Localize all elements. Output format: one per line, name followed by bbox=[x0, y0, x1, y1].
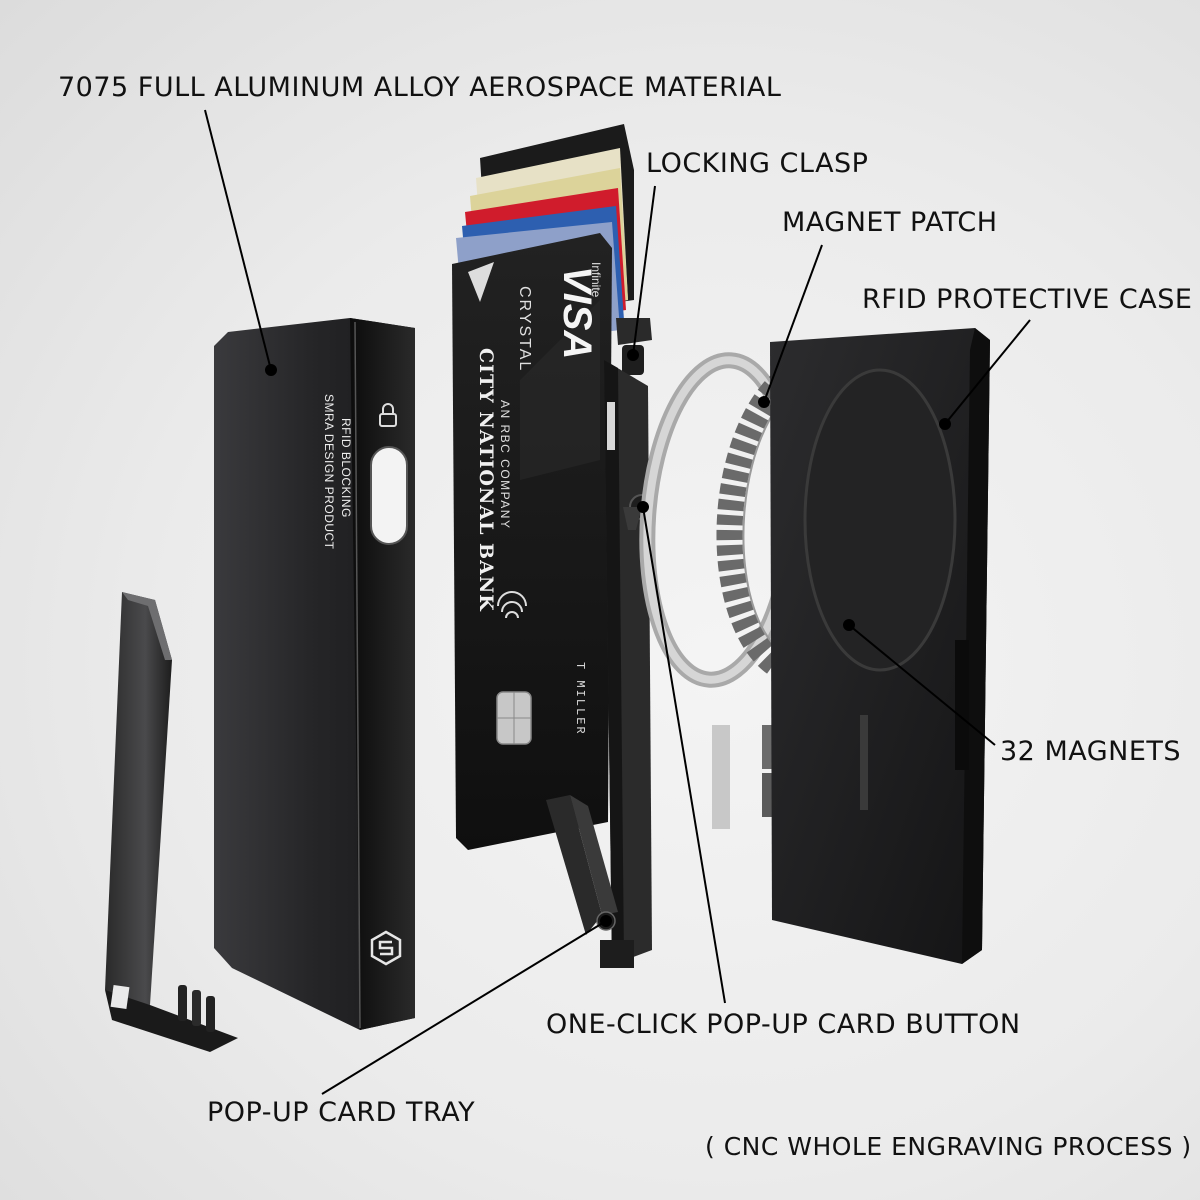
card-push-slot bbox=[370, 446, 408, 545]
kickstand bbox=[105, 592, 238, 1052]
svg-text:Infinite: Infinite bbox=[589, 262, 603, 298]
card-bank-name: CITY NATIONAL BANK bbox=[475, 348, 497, 612]
svg-text:SMRA DESIGN PRODUCT: SMRA DESIGN PRODUCT bbox=[322, 394, 336, 550]
callout-locking-clasp: LOCKING CLASP bbox=[646, 148, 869, 179]
card-holder: T MILLER bbox=[573, 662, 587, 736]
leader-button bbox=[642, 506, 726, 1004]
rfid-protective-case bbox=[770, 328, 990, 964]
svg-text:AN RBC COMPANY: AN RBC COMPANY bbox=[498, 400, 512, 529]
lock-icon bbox=[379, 403, 397, 427]
callout-card-tray: POP-UP CARD TRAY bbox=[207, 1097, 476, 1128]
svg-text:VISA: VISA bbox=[555, 266, 599, 359]
card-stack: CITY NATIONAL BANK AN RBC COMPANY CRYSTA… bbox=[452, 124, 634, 850]
brand-logo-icon bbox=[370, 930, 402, 966]
leader-magnets bbox=[848, 624, 996, 746]
callout-popup-button: ONE-CLICK POP-UP CARD BUTTON bbox=[546, 1009, 1021, 1040]
contactless-icon bbox=[497, 591, 527, 619]
card-tier: CRYSTAL bbox=[516, 286, 533, 372]
leader-magnet bbox=[763, 244, 823, 403]
card-brand: VISA bbox=[555, 266, 599, 359]
stand-pins bbox=[178, 985, 215, 1032]
leader-clasp bbox=[632, 185, 656, 356]
callout-rfid-case: RFID PROTECTIVE CASE bbox=[862, 284, 1193, 315]
card-tray-mechanism bbox=[546, 318, 655, 968]
card-brand-sub: Infinite bbox=[589, 262, 603, 298]
callout-material: 7075 FULL ALUMINUM ALLOY AEROSPACE MATER… bbox=[58, 72, 782, 103]
callout-cnc-process: ( CNC WHOLE ENGRAVING PROCESS ) bbox=[705, 1132, 1192, 1161]
leader-tray bbox=[321, 920, 607, 1095]
svg-text:T MILLER: T MILLER bbox=[573, 662, 587, 736]
wallet-text-brand: SMRA DESIGN PRODUCT bbox=[322, 394, 336, 550]
svg-text:RFID BLOCKING: RFID BLOCKING bbox=[339, 418, 353, 518]
card-subsidiary: AN RBC COMPANY bbox=[498, 400, 512, 529]
svg-text:CRYSTAL: CRYSTAL bbox=[516, 286, 533, 372]
leader-lines bbox=[204, 109, 1031, 1095]
leader-dot-material bbox=[265, 364, 277, 376]
leader-rfid bbox=[944, 319, 1031, 425]
leader-material bbox=[204, 109, 272, 371]
bank-logo-icon bbox=[468, 262, 494, 302]
wallet-body: RFID BLOCKING SMRA DESIGN PRODUCT bbox=[214, 318, 415, 1030]
wallet-text-rfid: RFID BLOCKING bbox=[339, 418, 353, 518]
callout-magnet-patch: MAGNET PATCH bbox=[782, 207, 998, 238]
svg-text:CITY NATIONAL BANK: CITY NATIONAL BANK bbox=[475, 348, 497, 612]
callout-32-magnets: 32 MAGNETS bbox=[1000, 736, 1182, 767]
